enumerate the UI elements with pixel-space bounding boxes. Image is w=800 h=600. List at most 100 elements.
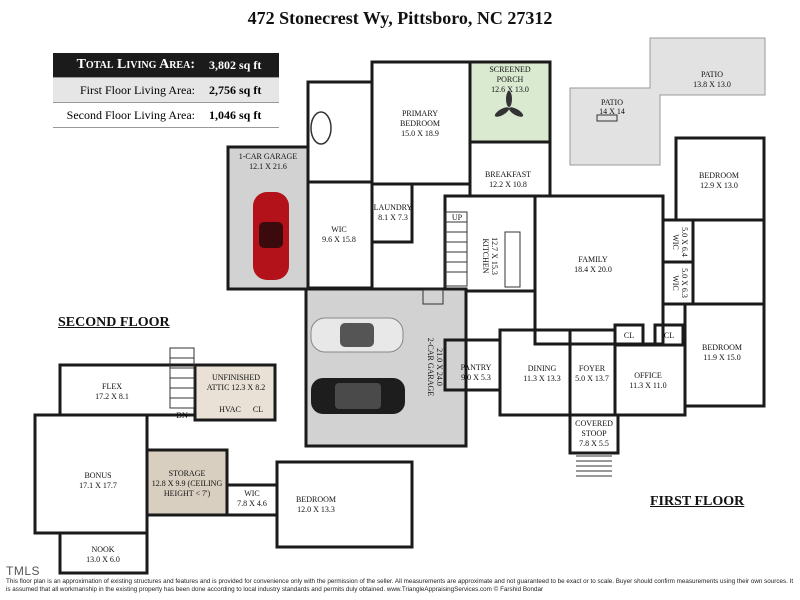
label-breakfast-dim: 12.2 X 10.8 (489, 180, 527, 189)
label-kitchen-dim: 12.7 X 15.3 (490, 237, 499, 275)
label-stoop-name: COVERED (575, 419, 613, 428)
label-stairs-up: UP (452, 213, 463, 222)
label-storage-dim2: HEIGHT < 7') (164, 489, 211, 498)
upstairs-stairs (169, 347, 195, 409)
label-bonus-name: BONUS (84, 471, 111, 480)
label-stoop-name2: STOOP (581, 429, 607, 438)
label-porch-name: SCREENED (489, 65, 531, 74)
unfinished-attic-room (193, 363, 277, 422)
label-storage-dim: 12.8 X 9.9 (CEILING (152, 479, 223, 488)
upstairs-bedroom-room (275, 460, 414, 549)
total-area-value: 3,802 sq ft (209, 57, 262, 72)
first-floor-area-label: First Floor Living Area: (80, 82, 195, 97)
bathtub-icon (310, 111, 332, 145)
label-garage2-name: 2-CAR GARAGE (426, 338, 435, 397)
label-bed-ne-dim: 12.9 X 13.0 (700, 181, 738, 190)
label-closet-1: CL (624, 331, 634, 340)
label-dining-dim: 11.3 X 13.3 (523, 374, 560, 383)
label-bed-se-name: BEDROOM (702, 343, 742, 352)
label-wic-up-dim: 7.8 X 4.6 (237, 499, 267, 508)
black-car-icon (311, 378, 405, 414)
label-hvac: HVAC (219, 405, 241, 414)
label-nook-name: NOOK (91, 545, 114, 554)
first-floor-label: FIRST FLOOR (650, 494, 745, 509)
label-primary-dim: 15.0 X 18.9 (401, 129, 439, 138)
total-area-label: Total Living Area: (76, 57, 195, 72)
kitchen-island (504, 231, 521, 288)
label-storage-name: STORAGE (169, 469, 206, 478)
primary-bath-room (306, 80, 374, 184)
label-patio-small-dim: 14 X 14 (599, 107, 625, 116)
label-flex-name: FLEX (102, 382, 122, 391)
label-wic-b-dim: 5.0 X 6.3 (680, 268, 689, 298)
label-attic-name: UNFINISHED (212, 373, 260, 382)
label-stoop-dim: 7.8 X 5.5 (579, 439, 609, 448)
label-office-name: OFFICE (634, 371, 662, 380)
label-wic-a-name: WIC (671, 234, 680, 250)
label-pantry-name: PANTRY (461, 363, 492, 372)
label-pantry-dim: 9.0 X 5.3 (461, 373, 491, 382)
two-car-garage-room (304, 287, 468, 448)
label-garage1-name: 1-CAR GARAGE (239, 152, 298, 161)
label-bed-se-dim: 11.9 X 15.0 (703, 353, 740, 362)
label-closet-3: CL (253, 405, 263, 414)
label-patio-small-name: PATIO (601, 98, 623, 107)
laundry-room (370, 182, 414, 244)
label-wic-primary-name: WIC (331, 225, 347, 234)
patio-table-icon (596, 114, 618, 122)
label-foyer-dim: 5.0 X 13.7 (575, 374, 609, 383)
page-title: 472 Stonecrest Wy, Pittsboro, NC 27312 (247, 8, 553, 28)
first-floor-area-row: First Floor Living Area: 2,756 sq ft (53, 78, 279, 103)
label-patio-big-name: PATIO (701, 70, 723, 79)
first-floor-area-value: 2,756 sq ft (209, 82, 262, 97)
label-family-name: FAMILY (578, 255, 607, 264)
label-bed-ne-name: BEDROOM (699, 171, 739, 180)
storage-room (145, 448, 229, 517)
label-bonus-dim: 17.1 X 17.7 (79, 481, 117, 490)
label-nook-dim: 13.0 X 6.0 (86, 555, 120, 564)
label-porch-name2: PORCH (497, 75, 524, 84)
label-wic-b-name: WIC (671, 275, 680, 291)
room-labels: 1-CAR GARAGE 12.1 X 21.6 PRIMARY BEDROOM… (79, 65, 742, 564)
label-foyer-name: FOYER (579, 364, 606, 373)
label-wic-primary-dim: 9.6 X 15.8 (322, 235, 356, 244)
label-wic-a-dim: 5.0 X 6.4 (680, 227, 689, 257)
label-office-dim: 11.3 X 11.0 (629, 381, 666, 390)
label-garage2-dim: 21.0 X 24.0 (435, 348, 444, 386)
label-bed-up-name: BEDROOM (296, 495, 336, 504)
second-floor-area-value: 1,046 sq ft (209, 107, 262, 122)
label-dining-name: DINING (528, 364, 557, 373)
label-patio-big-dim: 13.8 X 13.0 (693, 80, 731, 89)
second-floor-label: SECOND FLOOR (58, 315, 170, 330)
covered-stoop (568, 413, 620, 455)
label-wic-up-name: WIC (244, 489, 260, 498)
red-car-icon (253, 192, 289, 280)
label-bed-up-dim: 12.0 X 13.3 (297, 505, 335, 514)
total-area-row: Total Living Area: 3,802 sq ft (53, 53, 279, 78)
label-laundry-name: LAUNDRY (374, 203, 413, 212)
disclaimer-text: This floor plan is an approximation of e… (6, 578, 794, 593)
label-primary-name2: BEDROOM (400, 119, 440, 128)
patio-area (569, 37, 766, 166)
label-breakfast-name: BREAKFAST (485, 170, 531, 179)
ceiling-fan-icon (494, 91, 524, 117)
label-primary-name: PRIMARY (402, 109, 438, 118)
label-laundry-dim: 8.1 X 7.3 (378, 213, 408, 222)
second-floor-area-label: Second Floor Living Area: (66, 107, 195, 122)
label-garage1-dim: 12.1 X 21.6 (249, 162, 287, 171)
mls-logo: TMLS (6, 564, 41, 578)
second-floor-walls (33, 363, 414, 575)
label-porch-dim: 12.6 X 13.0 (491, 85, 529, 94)
nook-room (58, 531, 149, 575)
label-attic-name2: ATTIC 12.3 X 8.2 (207, 383, 265, 392)
interior-stairs (422, 211, 468, 305)
label-kitchen-name: KITCHEN (481, 238, 490, 273)
label-stairs-dn: DN (176, 411, 188, 420)
label-family-dim: 18.4 X 20.0 (574, 265, 612, 274)
stoop-steps (576, 455, 612, 477)
second-floor-area-row: Second Floor Living Area: 1,046 sq ft (53, 103, 279, 128)
area-summary-table: Total Living Area: 3,802 sq ft First Flo… (53, 53, 279, 128)
white-car-icon (310, 317, 404, 353)
